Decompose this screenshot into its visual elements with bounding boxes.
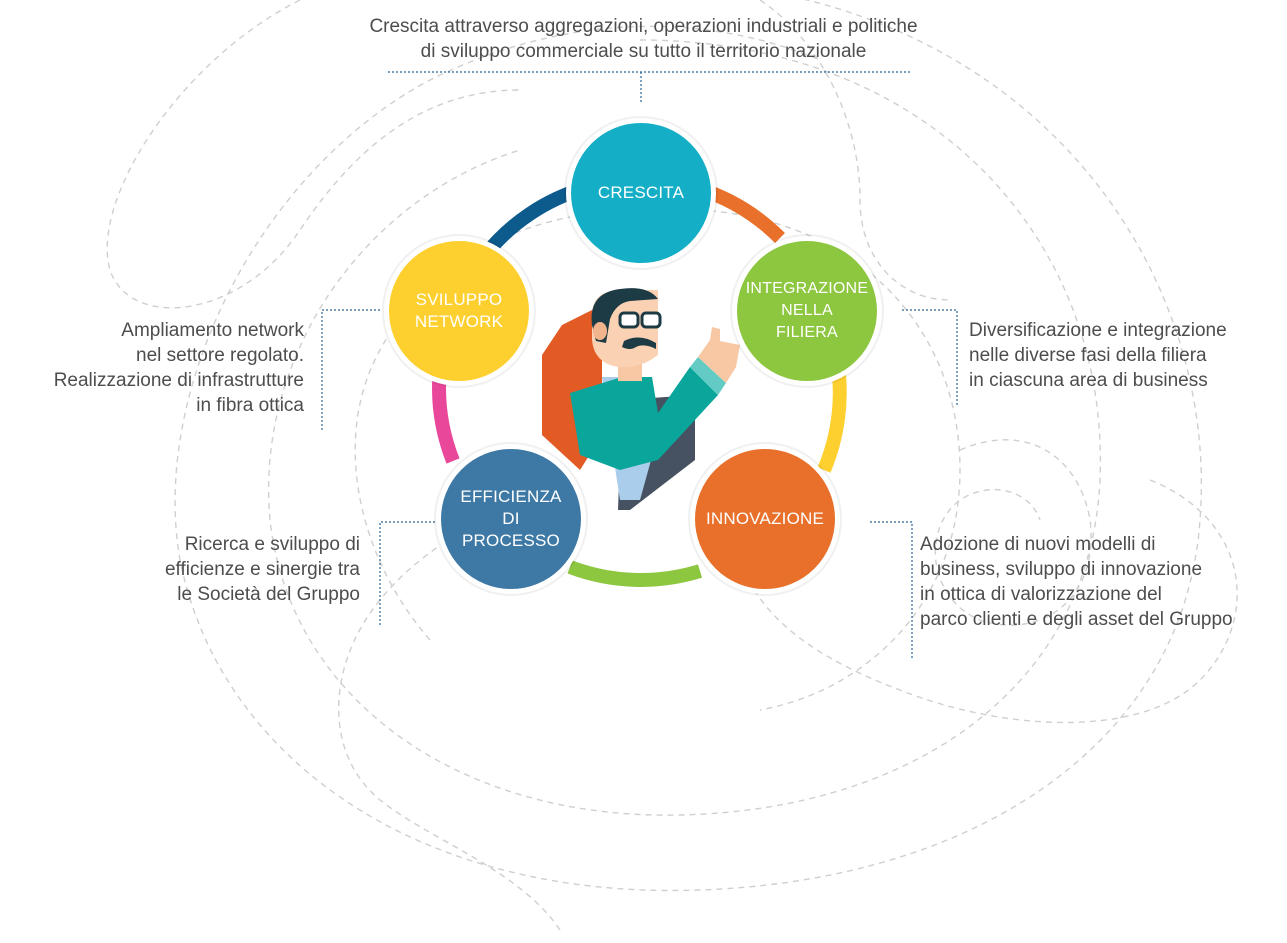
connector-sviluppo: [321, 309, 380, 430]
desc-sviluppo: Ampliamento network nel settore regolato…: [54, 318, 304, 418]
desc-innovazione-line-2: business, sviluppo di innovazione: [920, 559, 1203, 580]
node-integrazione-label-2: NELLA: [781, 302, 833, 319]
figure-glasses: [618, 311, 662, 329]
desc-sviluppo-line-3: Realizzazione di infrastrutture: [53, 370, 304, 391]
desc-sviluppo-line-4: in fibra ottica: [196, 395, 304, 416]
node-crescita: CRESCITA: [566, 118, 716, 268]
desc-efficienza-line-3: le Società del Gruppo: [177, 584, 360, 605]
figure-ear: [593, 322, 607, 340]
node-integrazione-label-1: INTEGRAZIONE: [745, 280, 869, 297]
node-integrazione-label-3: FILIERA: [776, 324, 838, 341]
node-innovazione-label: INNOVAZIONE: [705, 509, 825, 528]
node-efficienza: EFFICIENZA DI PROCESSO: [436, 444, 586, 594]
node-crescita-label: CRESCITA: [597, 183, 685, 202]
desc-efficienza: Ricerca e sviluppo di efficienze e siner…: [165, 532, 360, 607]
desc-innovazione-line-4: parco clienti e degli asset del Gruppo: [920, 609, 1233, 630]
desc-crescita-line-2: di sviluppo commerciale su tutto il terr…: [420, 41, 867, 62]
figure-hair: [591, 288, 658, 343]
spiral-middle: [268, 39, 1102, 816]
spiral-left-hook: [106, 0, 521, 309]
spiral-right-swoop: [739, 479, 1238, 724]
desc-innovazione-line-3: in ottica di valorizzazione del: [920, 584, 1162, 605]
desc-crescita: Crescita attraverso aggregazioni, operaz…: [300, 14, 987, 64]
spiral-outer: [174, 0, 1202, 892]
desc-integrazione: Diversificazione e integrazione nelle di…: [969, 318, 1227, 393]
desc-efficienza-line-1: Ricerca e sviluppo di: [184, 534, 360, 555]
desc-integrazione-line-1: Diversificazione e integrazione: [969, 320, 1227, 341]
figure-neck: [618, 363, 642, 381]
spiral-top-right: [759, 0, 951, 301]
businessman-illustration: [542, 288, 740, 510]
desc-sviluppo-line-1: Ampliamento network: [121, 320, 304, 341]
connector-integrazione: [902, 309, 958, 405]
node-efficienza-label-1: EFFICIENZA: [460, 487, 562, 506]
node-sviluppo: SVILUPPO NETWORK: [384, 236, 534, 386]
desc-sviluppo-line-2: nel settore regolato.: [136, 345, 304, 366]
connector-efficienza: [379, 521, 439, 625]
node-integrazione: INTEGRAZIONE NELLA FILIERA: [732, 236, 882, 386]
connector-crescita: [388, 71, 912, 104]
ring-segment-green: [567, 560, 703, 587]
figure-hand: [698, 327, 740, 383]
desc-integrazione-line-3: in ciascuna area di business: [969, 370, 1208, 391]
node-sviluppo-label-2: NETWORK: [414, 312, 504, 331]
node-innovazione: INNOVAZIONE: [690, 444, 840, 594]
figure-torso: [570, 367, 718, 470]
figure-sleeve: [690, 357, 726, 395]
spiral-right-loop: [934, 439, 1092, 626]
node-efficienza-label-2: DI: [502, 509, 520, 528]
figure-mustache: [622, 337, 656, 349]
desc-integrazione-line-2: nelle diverse fasi della filiera: [969, 345, 1207, 366]
desc-efficienza-line-2: efficienze e sinergie tra: [164, 559, 360, 580]
node-sviluppo-label-1: SVILUPPO: [415, 290, 503, 309]
desc-innovazione-line-1: Adozione di nuovi modelli di: [920, 534, 1156, 555]
connector-innovazione: [870, 521, 913, 660]
desc-innovazione: Adozione di nuovi modelli di business, s…: [920, 532, 1233, 632]
node-efficienza-label-3: PROCESSO: [462, 531, 560, 550]
desc-crescita-line-1: Crescita attraverso aggregazioni, operaz…: [369, 16, 918, 37]
